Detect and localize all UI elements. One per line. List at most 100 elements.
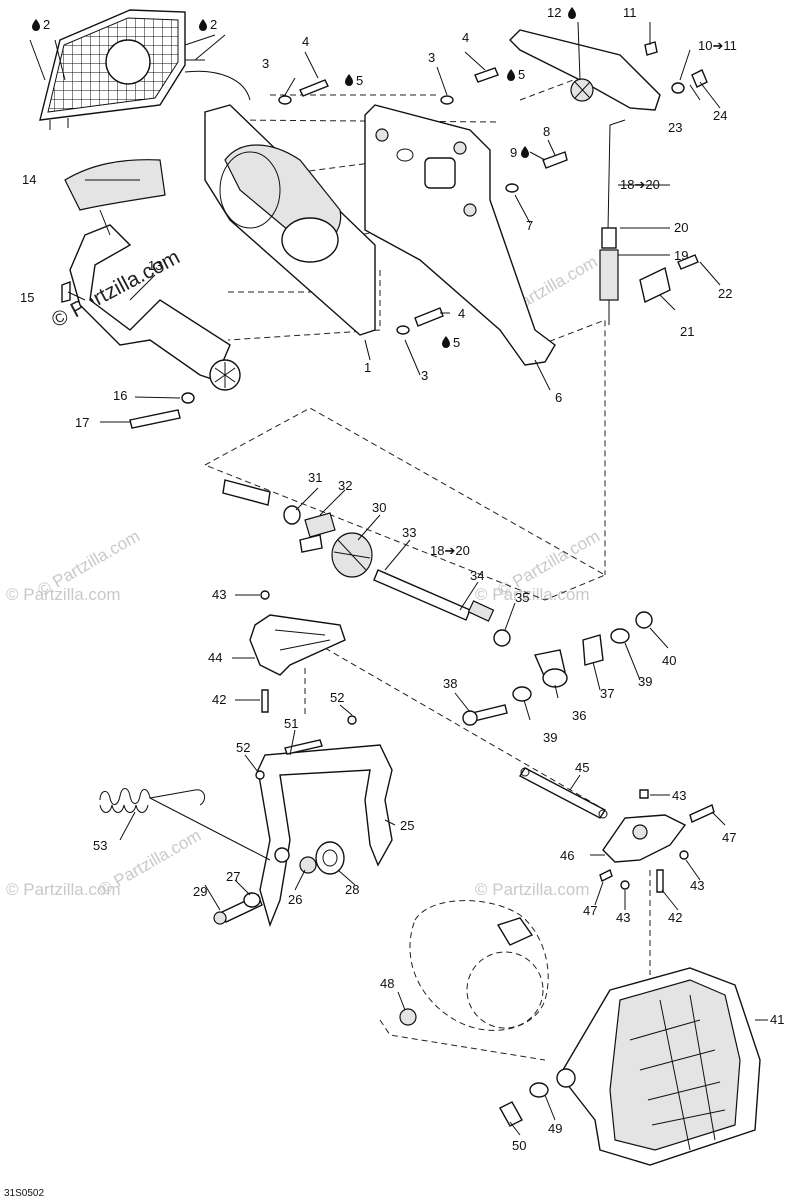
callout-20: 20 bbox=[674, 220, 688, 235]
drop-icon bbox=[345, 74, 353, 86]
callout-5: 5 bbox=[518, 67, 525, 82]
callout-48: 48 bbox=[380, 976, 394, 991]
hardware-pins bbox=[213, 892, 263, 925]
callout-39: 39 bbox=[543, 730, 557, 745]
callout-14: 14 bbox=[22, 172, 36, 187]
callout-15: 15 bbox=[20, 290, 34, 305]
callout-3: 3 bbox=[421, 368, 428, 383]
callout-40: 40 bbox=[662, 653, 676, 668]
callout-43: 43 bbox=[672, 788, 686, 803]
watermark-text: © Partzilla.com bbox=[6, 880, 121, 899]
callout-2: 2 bbox=[210, 17, 217, 32]
watermark-text: © Partzilla.com bbox=[475, 585, 590, 604]
callout-2: 2 bbox=[43, 17, 50, 32]
callout-43: 43 bbox=[212, 587, 226, 602]
watermark-text: © Partzilla.com bbox=[6, 585, 121, 604]
callout-39: 39 bbox=[638, 674, 652, 689]
callout-42: 42 bbox=[668, 910, 682, 925]
callout-38: 38 bbox=[443, 676, 457, 691]
part-plate-21 bbox=[639, 254, 699, 304]
callout-27: 27 bbox=[226, 869, 240, 884]
callout-28: 28 bbox=[345, 882, 359, 897]
callout-4: 4 bbox=[302, 34, 309, 49]
callout-45: 45 bbox=[575, 760, 589, 775]
part-bracket-6 bbox=[364, 104, 556, 366]
drop-icon bbox=[521, 146, 529, 158]
callout-4: 4 bbox=[458, 306, 465, 321]
part-cable bbox=[599, 119, 626, 325]
callout-47: 47 bbox=[722, 830, 736, 845]
drop-icon bbox=[32, 19, 40, 31]
callout-37: 37 bbox=[600, 686, 614, 701]
callout-16: 16 bbox=[113, 388, 127, 403]
callout-3: 3 bbox=[262, 56, 269, 71]
hardware-mid bbox=[462, 611, 653, 726]
part-pedal-13 bbox=[69, 224, 241, 391]
callout-51: 51 bbox=[284, 716, 298, 731]
callout-19: 19 bbox=[674, 248, 688, 263]
drop-icon bbox=[507, 69, 515, 81]
part-link-45 bbox=[519, 767, 608, 819]
callout-10-11: 10➔11 bbox=[698, 38, 737, 53]
callout-33: 33 bbox=[402, 525, 416, 540]
callout-29: 29 bbox=[193, 884, 207, 899]
watermark-text: © Partzilla.com bbox=[96, 826, 205, 900]
callout-35: 35 bbox=[515, 590, 529, 605]
callout-50: 50 bbox=[512, 1138, 526, 1153]
drop-icon bbox=[442, 336, 450, 348]
callout-6: 6 bbox=[555, 390, 562, 405]
callout-41: 41 bbox=[770, 1012, 784, 1027]
leader-lines bbox=[29, 21, 768, 1136]
part-housing-outline bbox=[399, 900, 549, 1031]
part-panel-1 bbox=[204, 104, 376, 336]
callout-34: 34 bbox=[470, 568, 484, 583]
callout-9: 9 bbox=[510, 145, 517, 160]
callout-18-20: 18➔20 bbox=[620, 177, 660, 192]
callout-25: 25 bbox=[400, 818, 414, 833]
callout-43: 43 bbox=[690, 878, 704, 893]
callout-49: 49 bbox=[548, 1121, 562, 1136]
callout-11: 11 bbox=[623, 5, 637, 20]
callout-42: 42 bbox=[212, 692, 226, 707]
callout-3: 3 bbox=[428, 50, 435, 65]
callout-8: 8 bbox=[543, 124, 550, 139]
part-shaft-group bbox=[222, 479, 495, 622]
callout-1: 1 bbox=[364, 360, 371, 375]
part-fork-25 bbox=[255, 715, 393, 928]
callout-22: 22 bbox=[718, 286, 732, 301]
part-bracket-44 bbox=[249, 590, 346, 713]
callout-5: 5 bbox=[453, 335, 460, 350]
callout-26: 26 bbox=[288, 892, 302, 907]
part-lever-12 bbox=[509, 29, 661, 111]
callout-23: 23 bbox=[668, 120, 682, 135]
callout-30: 30 bbox=[372, 500, 386, 515]
hardware-top bbox=[61, 41, 708, 429]
callout-5: 5 bbox=[356, 73, 363, 88]
part-latch-46 bbox=[599, 789, 715, 893]
callout-53: 53 bbox=[93, 838, 107, 853]
callout-32: 32 bbox=[338, 478, 352, 493]
part-fan-housing-41 bbox=[499, 967, 761, 1166]
callout-24: 24 bbox=[713, 108, 727, 123]
callout-36: 36 bbox=[572, 708, 586, 723]
figure-code: 31S0502 bbox=[4, 1188, 44, 1199]
callout-52: 52 bbox=[330, 690, 344, 705]
drop-icon bbox=[568, 7, 576, 19]
part-grid-cover bbox=[39, 9, 205, 130]
callout-47: 47 bbox=[583, 903, 597, 918]
callout-4: 4 bbox=[462, 30, 469, 45]
callout-7: 7 bbox=[526, 218, 533, 233]
watermark-text: © Partzilla.com bbox=[475, 880, 590, 899]
callout-17: 17 bbox=[75, 415, 89, 430]
drop-icon bbox=[199, 19, 207, 31]
callout-13: 13 bbox=[148, 258, 162, 273]
callout-43: 43 bbox=[616, 910, 630, 925]
callout-52: 52 bbox=[236, 740, 250, 755]
callouts: 2 2 3 4 5 3 4 5 12 11 10➔11 23 24 8 9 7 … bbox=[20, 5, 784, 1153]
part-spring-53 bbox=[99, 788, 271, 861]
callout-46: 46 bbox=[560, 848, 574, 863]
callout-44: 44 bbox=[208, 650, 222, 665]
callout-31: 31 bbox=[308, 470, 322, 485]
part-pad-14 bbox=[64, 159, 166, 211]
